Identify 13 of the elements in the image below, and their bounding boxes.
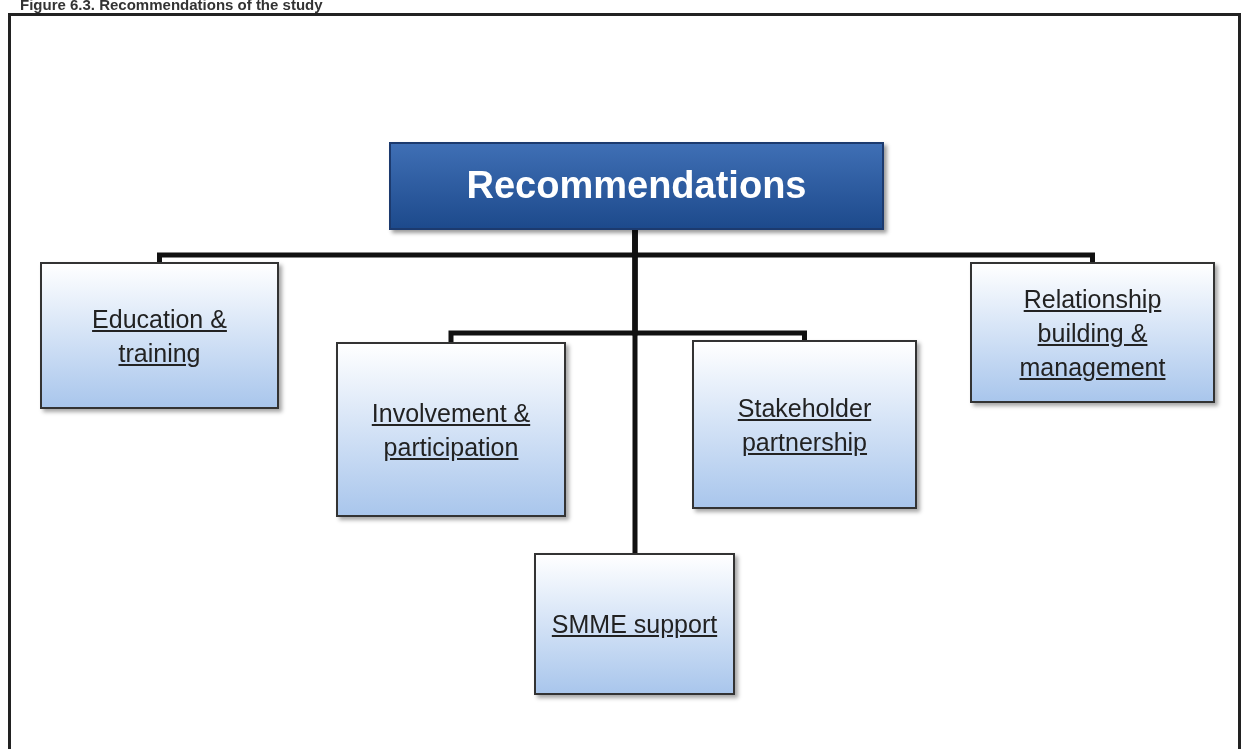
heading-text: Recommendations bbox=[466, 163, 807, 209]
category-text: SMME support bbox=[551, 609, 718, 640]
category-text: Involvement & participation bbox=[370, 397, 532, 463]
root-box bbox=[389, 142, 884, 230]
category-text: Stakeholder partnership bbox=[736, 392, 873, 458]
connector-line bbox=[632, 230, 638, 553]
category-box bbox=[336, 342, 566, 517]
category-text: Relationship building & management bbox=[1018, 283, 1167, 383]
category-box bbox=[534, 553, 735, 695]
category-text: Education & training bbox=[91, 303, 228, 369]
category-box bbox=[970, 262, 1215, 403]
category-box bbox=[692, 340, 917, 509]
category-box bbox=[40, 262, 279, 409]
